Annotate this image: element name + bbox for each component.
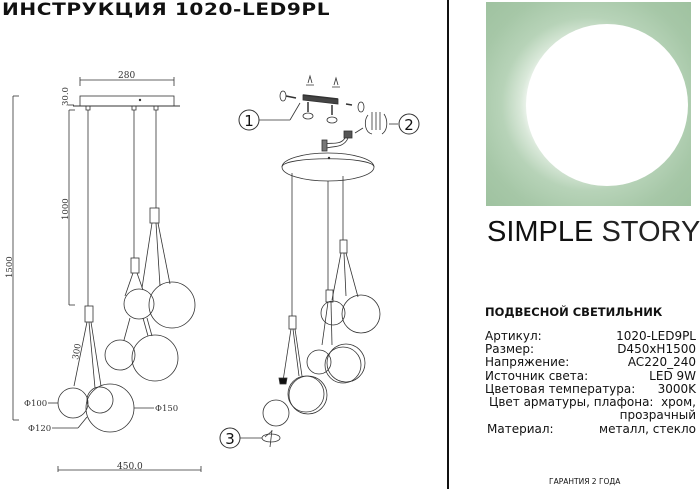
assembly-diagram	[219, 74, 420, 449]
spec-row-light-source: Источник света: LED 9W	[485, 368, 696, 383]
dim-280: 280	[118, 71, 135, 81]
brand-name-bold: SIMPLE	[487, 216, 594, 248]
spec-value-continued: прозрачный	[619, 408, 696, 423]
step-2-circle	[398, 113, 420, 135]
technical-drawing: 280 30.0 1000 1500 300 Φ100 Φ120 Φ150 45…	[5, 71, 420, 472]
page-title: ИНСТРУКЦИЯ 1020-LED9PL	[2, 0, 331, 20]
vertical-divider	[447, 0, 449, 489]
svg-text:300: 300	[71, 343, 84, 361]
canopy	[79, 95, 175, 107]
spec-row-size: Размер: D450xH1500	[485, 343, 696, 356]
spec-label: Материал:	[487, 422, 554, 437]
step-1-circle	[238, 109, 260, 131]
step-3-label: 3	[225, 430, 235, 448]
spec-row-color-temperature: Цветовая температура: 3000K	[485, 381, 696, 396]
step-3-circle	[219, 427, 241, 449]
spec-value: LED 9W	[649, 368, 696, 383]
svg-text:Φ150: Φ150	[155, 404, 178, 414]
spec-label: Источник света:	[485, 368, 589, 383]
spec-label: Цветовая температура:	[485, 381, 636, 396]
brand-name: SIMPLE STORY	[487, 216, 700, 249]
spec-label: Размер:	[485, 342, 535, 357]
svg-text:Φ100: Φ100	[24, 399, 47, 409]
spec-label: Напряжение:	[485, 355, 570, 370]
brand-name-light: STORY	[601, 216, 700, 248]
spec-value: D450xH1500	[617, 342, 696, 357]
spec-row-material: Материал: металл, стекло	[485, 423, 696, 436]
step-2-label: 2	[404, 116, 414, 134]
svg-text:450.0: 450.0	[117, 462, 143, 472]
brand-logo-square	[486, 2, 691, 206]
spec-label: Цвет арматуры, плафона:	[489, 395, 654, 410]
brand-logo-circle-icon	[526, 24, 688, 186]
spec-row-article: Артикул: 1020-LED9PL	[485, 329, 696, 343]
spec-value: металл, стекло	[599, 422, 696, 437]
svg-text:1500: 1500	[5, 256, 15, 278]
spec-value: 3000K	[657, 381, 696, 396]
spec-row-voltage: Напряжение: AC220_240	[485, 356, 696, 369]
product-type: ПОДВЕСНОЙ СВЕТИЛЬНИК	[485, 305, 663, 319]
warranty-note: ГАРАНТИЯ 2 ГОДА	[549, 477, 621, 486]
dimension-canopy-width	[79, 77, 175, 86]
svg-text:1000: 1000	[61, 198, 71, 220]
spec-value: хром,	[661, 395, 696, 410]
spec-table: Артикул: 1020-LED9PL Размер: D450xH1500 …	[485, 329, 696, 437]
spec-value: 1020-LED9PL	[616, 329, 696, 343]
spec-row-colors: Цвет арматуры, плафона: хром,	[485, 395, 696, 410]
spec-label: Артикул:	[485, 329, 542, 343]
svg-text:Φ120: Φ120	[28, 424, 51, 434]
spec-value: AC220_240	[627, 355, 696, 370]
step-1-label: 1	[244, 112, 254, 130]
svg-text:30.0: 30.0	[61, 87, 71, 106]
